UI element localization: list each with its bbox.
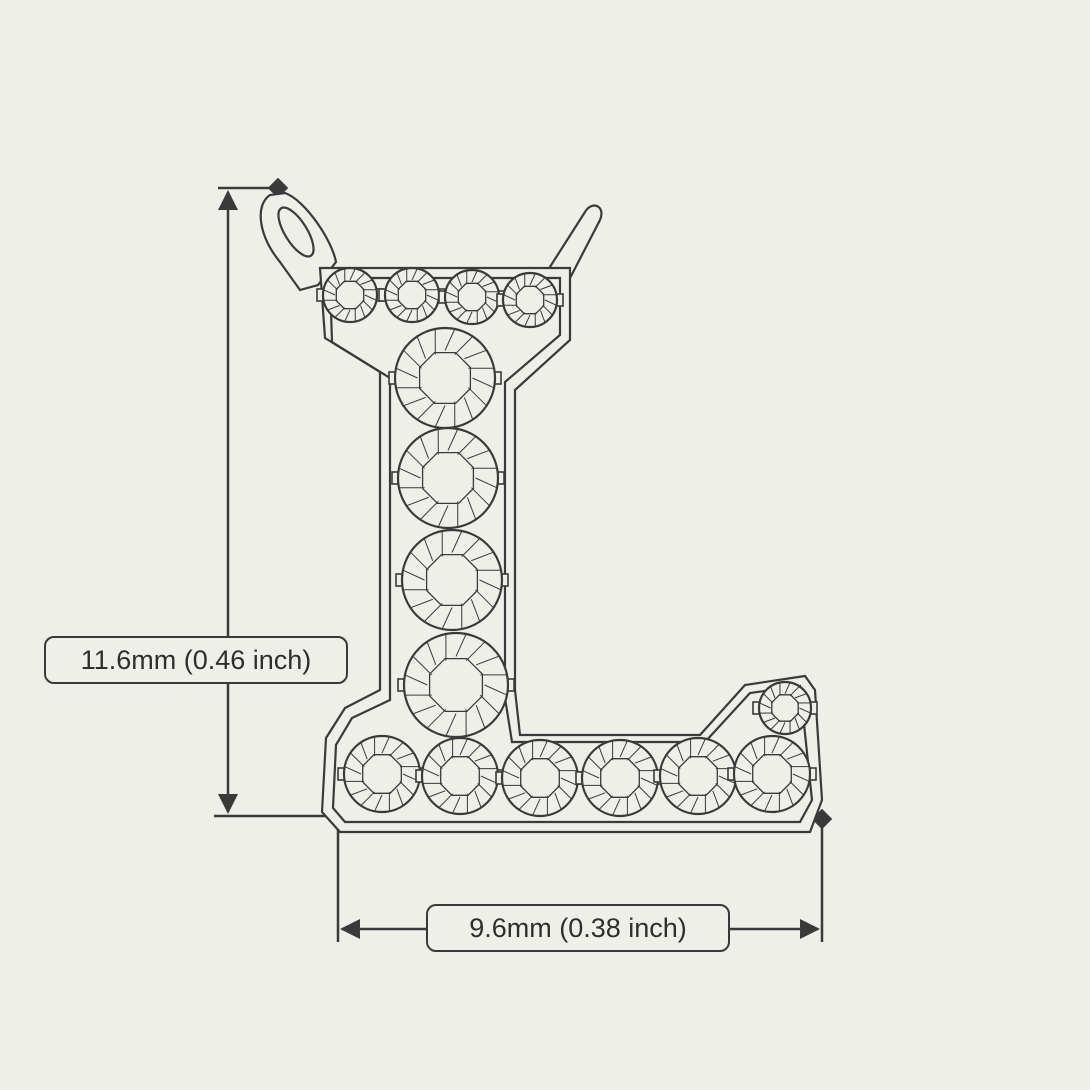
stone-13 xyxy=(653,736,743,816)
width-label: 9.6mm (0.38 inch) xyxy=(426,904,730,952)
height-marker-top xyxy=(267,177,289,199)
bail-loops xyxy=(259,191,603,292)
stone-4 xyxy=(496,271,564,329)
bail-right xyxy=(546,204,603,284)
stone-14 xyxy=(727,734,817,814)
stone-8 xyxy=(397,631,515,739)
pendant-inner-edge xyxy=(328,276,814,824)
stone-7 xyxy=(395,528,509,632)
width-marker-right xyxy=(811,808,833,830)
bail-left-hole xyxy=(277,206,315,258)
stone-15 xyxy=(752,680,818,736)
height-dimension xyxy=(214,177,338,818)
stone-1 xyxy=(316,266,384,324)
stone-10 xyxy=(415,736,505,816)
stone-group xyxy=(316,266,818,818)
stone-6 xyxy=(391,426,505,530)
height-label: 11.6mm (0.46 inch) xyxy=(44,636,348,684)
